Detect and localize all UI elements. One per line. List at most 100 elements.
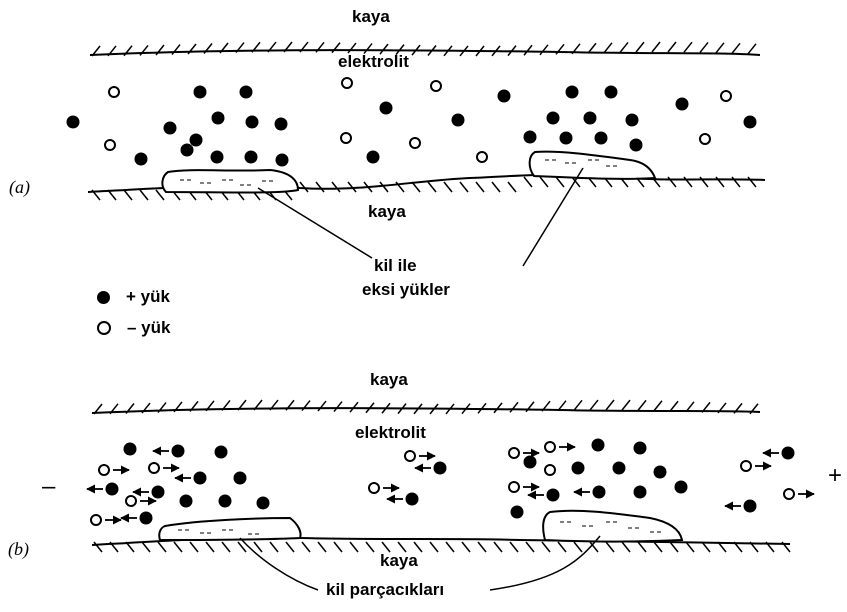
panel-b-electrolyte-label: elektrolit — [355, 423, 426, 443]
positive-charge — [524, 456, 537, 469]
positive-charge — [634, 486, 647, 499]
positive-charge — [246, 116, 259, 129]
negative-charge — [545, 465, 555, 475]
panel-a-clay-particle-right — [530, 152, 655, 179]
positive-charge — [744, 116, 757, 129]
panel-b-clay-label: kil parçacıkları — [326, 580, 444, 600]
positive-charge — [152, 486, 165, 499]
positive-charge — [572, 462, 585, 475]
negative-charge — [105, 140, 115, 150]
positive-charge — [547, 112, 560, 125]
positive-charge — [172, 445, 185, 458]
negative-charge — [509, 482, 519, 492]
positive-charge — [234, 472, 247, 485]
panel-a-top-rock-label: kaya — [352, 7, 390, 27]
positive-charge — [367, 151, 380, 164]
panel-a-electrolyte-label: elektrolit — [338, 52, 409, 72]
panel-a-bottom-rock-label: kaya — [368, 202, 406, 222]
panel-b-clay-particle-right — [543, 511, 682, 542]
negative-charge — [741, 461, 751, 471]
negative-charge — [545, 442, 555, 452]
negative-charge — [369, 483, 379, 493]
negative-charge — [509, 448, 519, 458]
positive-charge — [164, 122, 177, 135]
positive-charge — [566, 86, 579, 99]
positive-charge — [511, 506, 524, 519]
negative-charge — [477, 152, 487, 162]
negative-charge-icon — [97, 321, 111, 335]
negative-charge — [149, 463, 159, 473]
panel-a-leader-line-left — [258, 188, 372, 258]
panel-b-leader-line-left — [240, 538, 318, 590]
positive-charge — [212, 112, 225, 125]
positive-charge — [67, 116, 80, 129]
positive-charge — [181, 144, 194, 157]
positive-charge — [140, 512, 153, 525]
positive-charge — [605, 86, 618, 99]
negative-charge — [405, 451, 415, 461]
legend-negative: – yük — [97, 318, 170, 338]
positive-charge — [498, 90, 511, 103]
legend-positive: + yük — [97, 287, 170, 307]
panel-b-label: (b) — [8, 539, 29, 560]
panel-b-top-rock-boundary — [92, 400, 760, 414]
positive-charge — [275, 118, 288, 131]
negative-charge — [700, 134, 710, 144]
right-electrode-sign: + — [828, 462, 842, 490]
positive-charge — [782, 447, 795, 460]
panel-a-leader-line-right — [523, 168, 583, 266]
positive-charge — [592, 439, 605, 452]
panel-a-label: (a) — [9, 177, 30, 198]
panel-a-clay-label-line1: kil ile — [374, 256, 417, 276]
positive-charge — [584, 112, 597, 125]
positive-charge — [124, 443, 137, 456]
positive-charge — [560, 132, 573, 145]
positive-charge — [211, 151, 224, 164]
positive-charge — [654, 466, 667, 479]
positive-charge — [744, 500, 757, 513]
left-electrode-sign: – — [42, 473, 55, 501]
panel-b-clay-particle-left — [159, 518, 300, 540]
positive-charge — [434, 462, 447, 475]
positive-charge — [524, 131, 537, 144]
legend-negative-label: – yük — [127, 318, 170, 338]
panel-b-ions — [87, 439, 814, 526]
negative-charge — [342, 78, 352, 88]
negative-charge — [341, 133, 351, 143]
positive-charge — [257, 497, 270, 510]
panel-a-ions — [67, 78, 757, 167]
panel-b-top-rock-label: kaya — [370, 370, 408, 390]
negative-charge — [99, 465, 109, 475]
negative-charge — [410, 138, 420, 148]
panel-b-bottom-rock-label: kaya — [380, 551, 418, 571]
negative-charge — [431, 81, 441, 91]
positive-charge — [626, 114, 639, 127]
negative-charge — [126, 496, 136, 506]
positive-charge — [180, 495, 193, 508]
positive-charge — [634, 442, 647, 455]
legend-positive-label: + yük — [126, 287, 170, 307]
positive-charge — [406, 493, 419, 506]
negative-charge — [721, 91, 731, 101]
positive-charge — [547, 489, 560, 502]
positive-charge — [194, 86, 207, 99]
panel-a-clay-label-line2: eksi yükler — [362, 280, 450, 300]
panel-b-leader-line-right — [490, 536, 600, 590]
positive-charge — [106, 483, 119, 496]
positive-charge — [219, 495, 232, 508]
negative-charge — [784, 489, 794, 499]
positive-charge — [240, 86, 253, 99]
positive-charge — [630, 139, 643, 152]
positive-charge — [595, 132, 608, 145]
positive-charge — [675, 481, 688, 494]
positive-charge — [593, 486, 606, 499]
negative-charge — [91, 515, 101, 525]
positive-charge — [452, 114, 465, 127]
positive-charge — [194, 472, 207, 485]
positive-charge — [613, 462, 626, 475]
positive-charge-icon — [97, 291, 110, 304]
panel-a-top-rock-boundary — [90, 42, 760, 56]
positive-charge — [215, 446, 228, 459]
positive-charge — [245, 151, 258, 164]
